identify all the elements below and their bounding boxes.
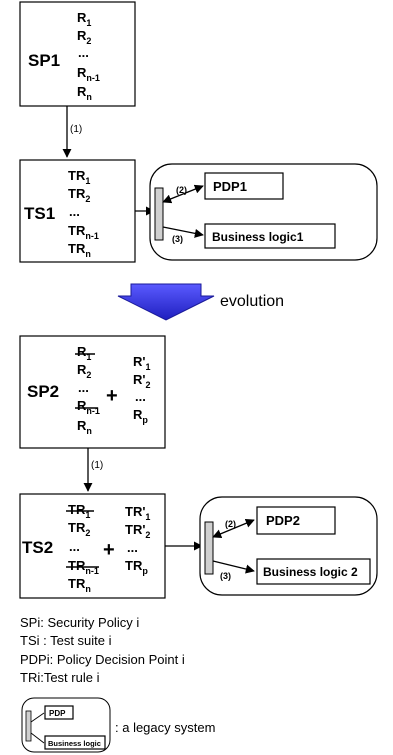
ts2-new-rule-2: TR'2: [125, 522, 150, 540]
ts1-box: [19, 159, 136, 263]
legend-line-sp: SPi: Security Policy i: [20, 615, 139, 630]
pdp1-label: PDP1: [213, 179, 247, 194]
ts2-rule-n: TRn: [68, 576, 91, 594]
proxy-bar-top: [154, 187, 164, 241]
sp2-new-rule-dots: ...: [135, 389, 146, 404]
legend-pdp-box: [44, 705, 74, 720]
arrow-2-label-top: (2): [176, 185, 187, 195]
business-logic2-label: Business logic 2: [263, 565, 358, 579]
ts1-rule-n: TRn: [68, 241, 91, 259]
proxy-to-business1-arrow: [162, 226, 204, 238]
sp1-label: SP1: [28, 51, 60, 70]
arrow-3-label-bottom: (3): [220, 571, 231, 581]
legend-line-ts: TSi : Test suite i: [20, 633, 112, 648]
pdp1-box: [204, 172, 284, 200]
legend-line-pdp: PDPi: Policy Decision Point i: [20, 652, 185, 667]
business-logic1-label: Business logic1: [212, 230, 304, 244]
ts1-label: TS1: [24, 204, 55, 223]
ts1-rule-dots: ...: [69, 204, 80, 219]
legend-pdp-arrow: [30, 712, 45, 723]
ts1-rule-1: TR1: [68, 168, 90, 186]
legend-legacy-text: : a legacy system: [115, 720, 215, 735]
legend-business-label: Business logic: [48, 739, 101, 748]
sp2-rule-dots: ...: [78, 380, 89, 395]
sp2-label: SP2: [27, 382, 59, 401]
sp1-box: [19, 1, 136, 107]
ts2-plus: +: [103, 539, 115, 561]
business-logic2-box: [256, 558, 371, 585]
legend-business-arrow: [30, 732, 45, 744]
pdp2-label: PDP2: [266, 513, 300, 528]
business-logic1-box: [204, 223, 336, 249]
sp1-rule-dots: ...: [78, 45, 89, 60]
ts2-rule-2: TR2: [68, 520, 90, 538]
proxy-to-pdp2-arrow: [212, 518, 255, 539]
ts2-new-rule-dots: ...: [127, 540, 138, 555]
ts2-new-rule-1: TR'1: [125, 504, 150, 522]
legend-pdp-label: PDP: [49, 709, 66, 718]
pdp2-box: [256, 506, 336, 535]
arrow-1-label-top: (1): [70, 124, 82, 135]
sp2-plus: +: [106, 385, 118, 407]
legend-business-box: [44, 735, 106, 750]
legend-proxy-bar: [25, 710, 32, 742]
arrow-2-label-bottom: (2): [225, 519, 236, 529]
evolution-label: evolution: [220, 293, 284, 310]
ts2-label: TS2: [22, 538, 53, 557]
ts2-rule-dots: ...: [69, 539, 80, 554]
evolution-arrow: [117, 283, 215, 321]
proxy-bar-bottom: [204, 521, 214, 575]
ts1-rule-2: TR2: [68, 186, 90, 204]
arrow-3-label-top: (3): [172, 234, 183, 244]
arrow-1-label-bottom: (1): [91, 460, 103, 471]
legend-line-tr: TRi:Test rule i: [20, 670, 100, 685]
proxy-to-pdp1-arrow: [162, 184, 204, 204]
proxy-to-business2-arrow: [212, 560, 255, 574]
